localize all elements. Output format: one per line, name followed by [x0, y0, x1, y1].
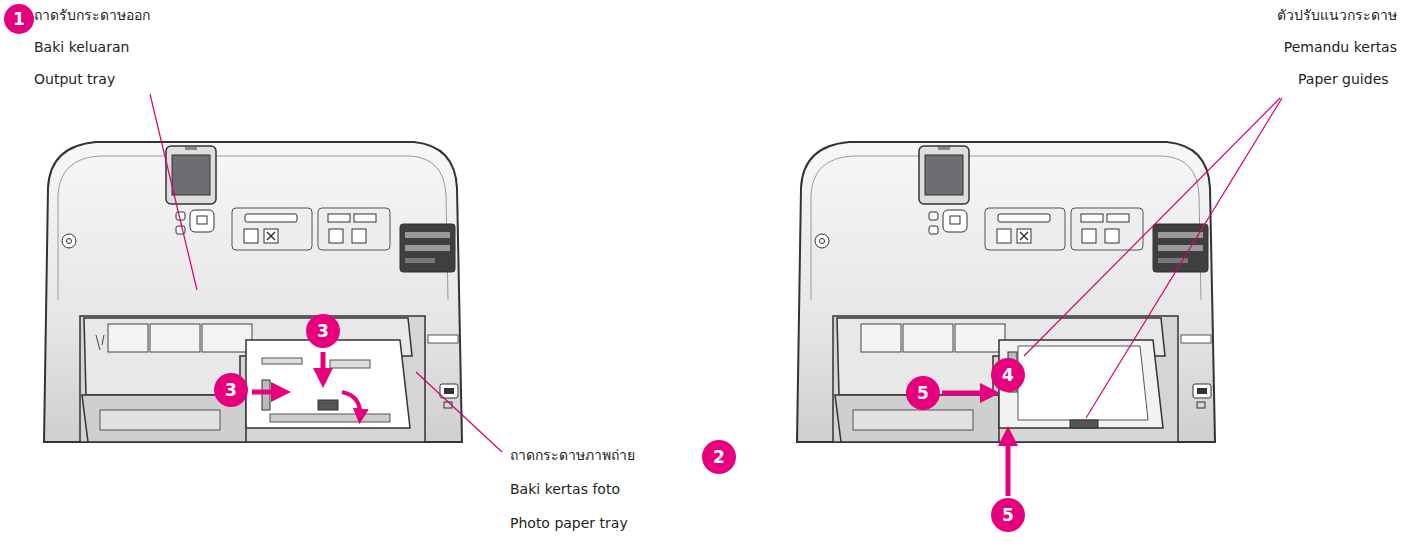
- part-label: Pemandu kertas: [1284, 38, 1397, 56]
- part-label: Output tray: [34, 70, 115, 88]
- callout-number: 1: [4, 4, 34, 34]
- callout-circle: 5: [991, 498, 1025, 532]
- callout-number: 3: [306, 314, 340, 348]
- callout-circle: 3: [214, 373, 248, 407]
- callout-circle: 1: [4, 4, 34, 34]
- callout-number: 3: [214, 373, 248, 407]
- part-label: ตัวปรับแนวกระดาษ: [1277, 6, 1397, 24]
- callout-number: 5: [991, 498, 1025, 532]
- part-label: Paper guides: [1298, 70, 1389, 88]
- part-label: Baki kertas foto: [510, 480, 620, 498]
- callout-circle: 2: [702, 440, 736, 474]
- part-label: Photo paper tray: [510, 514, 628, 532]
- part-label: ถาดรับกระดาษออก: [34, 6, 150, 24]
- part-label: ถาดกระดาษภาพถ่าย: [510, 446, 635, 464]
- callout-number: 2: [702, 440, 736, 474]
- callout-circle: 4: [991, 358, 1025, 392]
- part-label: Baki keluaran: [34, 38, 129, 56]
- callout-number: 4: [991, 358, 1025, 392]
- callout-circle: 5: [906, 376, 940, 410]
- callout-number: 5: [906, 376, 940, 410]
- callout-circle: 3: [306, 314, 340, 348]
